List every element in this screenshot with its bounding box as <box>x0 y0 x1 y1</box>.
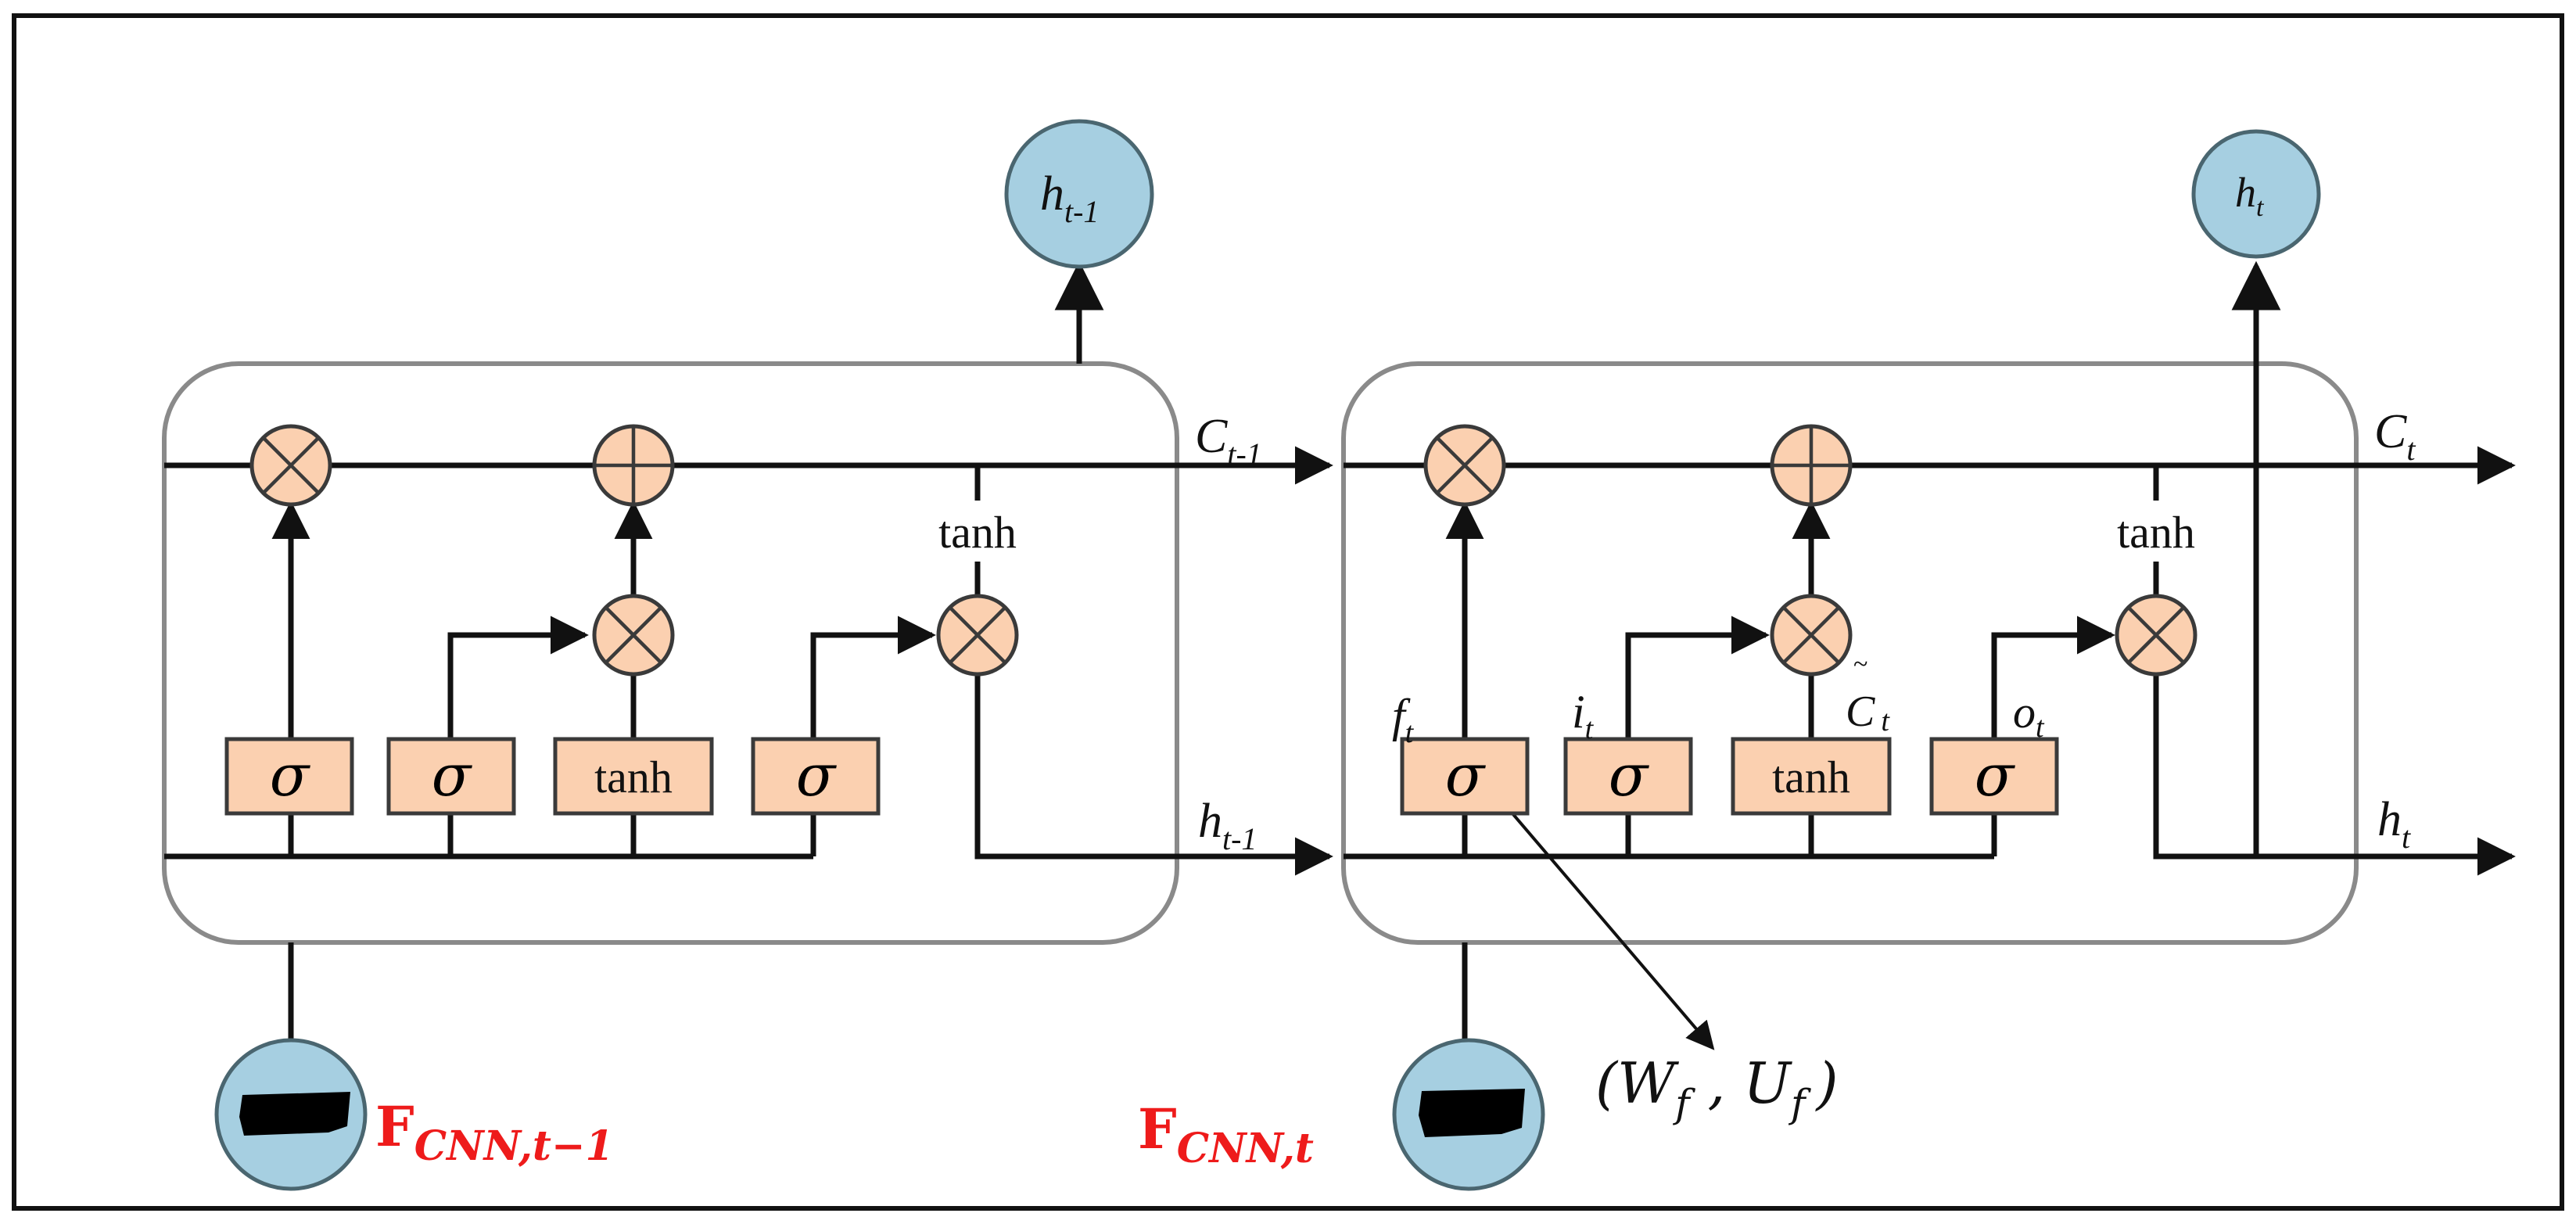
right-state-tanh-label: tanh <box>2117 507 2195 558</box>
right-forget-gate-label: σ <box>1445 742 1487 809</box>
right-input-gate-label: σ <box>1609 742 1650 809</box>
left-output-gate: σ <box>751 737 881 816</box>
left-input-label: FCNN,t−1 <box>375 1094 614 1170</box>
left-output-multiply-op <box>936 594 1019 677</box>
right-input-node <box>1392 1038 1545 1191</box>
outer-frame <box>12 13 2564 1211</box>
left-hidden-output-node: ht-1 <box>1004 119 1154 269</box>
right-cell-state-label: Ct <box>2374 405 2416 467</box>
right-candidate-gate-label: tanh <box>1772 752 1850 802</box>
right-input-gate: σ <box>1563 737 1693 816</box>
left-hidden-node-label: ht-1 <box>1040 167 1099 229</box>
output-gate-name: ot <box>2013 687 2045 744</box>
right-input-label: FCNN,t <box>1138 1097 1314 1172</box>
left-input-node <box>214 1038 368 1191</box>
right-hidden-output-node: ht <box>2191 129 2321 259</box>
left-candidate-gate: tanh <box>553 737 714 816</box>
input-gate-name: it <box>1572 686 1595 745</box>
left-output-gate-line <box>810 616 936 739</box>
weights-callout: (Wf , Uf) <box>1595 1050 1839 1126</box>
left-input-gate: σ <box>386 737 516 816</box>
right-input-redaction <box>1419 1089 1525 1137</box>
left-cell-state-label: Ct-1 <box>1195 410 1262 472</box>
left-candidate-gate-label: tanh <box>594 752 673 802</box>
left-input-gate-line <box>447 616 589 739</box>
forget-gate-name: ft <box>1392 690 1415 749</box>
right-output-gate-line <box>1991 616 2115 739</box>
right-forget-multiply-op <box>1423 424 1506 507</box>
right-output-gate: σ <box>1929 737 2059 816</box>
right-input-multiply-op <box>1770 594 1853 677</box>
left-hidden-state-label: ht-1 <box>1198 795 1257 856</box>
left-output-gate-label: σ <box>796 742 838 809</box>
left-input-gate-label: σ <box>432 742 473 809</box>
left-hidden-output-line <box>974 645 1333 876</box>
left-forget-gate-label: σ <box>270 742 311 809</box>
left-forget-gate: σ <box>224 737 354 816</box>
right-hidden-state-label: ht <box>2377 793 2411 855</box>
right-cell-box <box>1341 361 2359 945</box>
right-add-op <box>1770 424 1853 507</box>
left-cell-box <box>162 361 1179 945</box>
right-hidden-output-line <box>2153 645 2516 876</box>
left-forget-multiply-op <box>249 424 332 507</box>
right-candidate-gate: tanh <box>1731 737 1892 816</box>
left-input-redaction <box>239 1092 350 1136</box>
right-hidden-node-label: ht <box>2235 169 2265 222</box>
candidate-tilde: ~ <box>1853 650 1867 679</box>
left-add-op <box>592 424 675 507</box>
right-input-gate-line <box>1625 616 1770 739</box>
weights-callout-arrow <box>1492 790 1715 1050</box>
right-forget-gate: σ <box>1400 737 1530 816</box>
right-output-multiply-op <box>2115 594 2197 677</box>
left-state-tanh-label: tanh <box>938 507 1017 558</box>
left-input-multiply-op <box>592 594 675 677</box>
right-output-gate-label: σ <box>1975 742 2016 809</box>
